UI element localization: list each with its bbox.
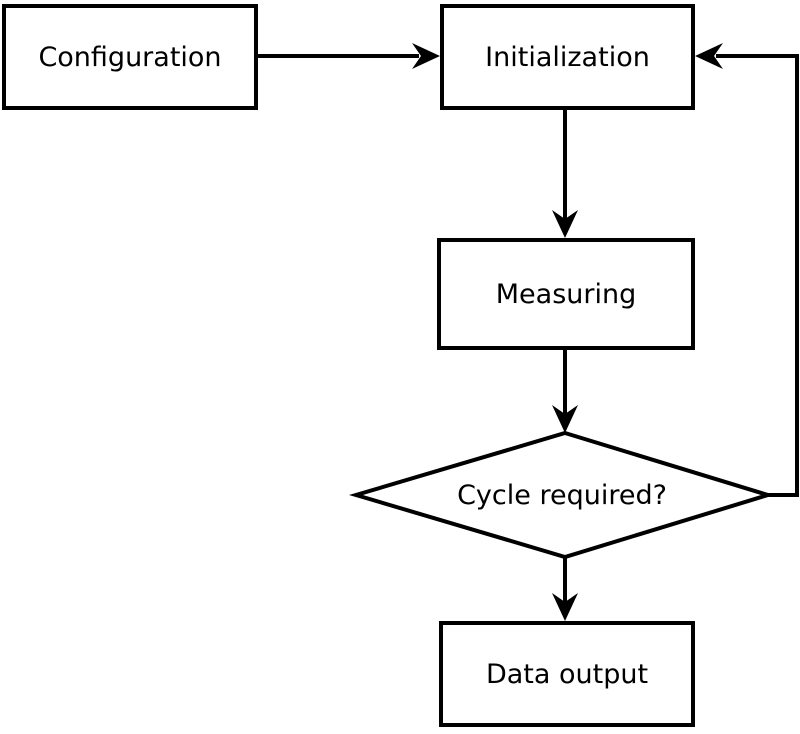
node-measuring: Measuring: [437, 238, 695, 350]
node-measuring-label: Measuring: [495, 278, 637, 310]
node-cycle-required-label: Cycle required?: [457, 479, 667, 511]
node-configuration-label: Configuration: [38, 41, 222, 73]
arrowhead-into-data-output-top: [552, 593, 578, 621]
node-data-output: Data output: [439, 621, 695, 727]
arrowhead-into-measuring-top: [552, 210, 578, 238]
node-initialization: Initialization: [440, 4, 695, 110]
arrowhead-into-initialization-right: [695, 43, 723, 69]
node-cycle-required: Cycle required?: [356, 433, 768, 557]
node-initialization-label: Initialization: [485, 41, 650, 73]
node-configuration: Configuration: [2, 4, 258, 110]
arrowhead-into-diamond-top: [552, 405, 578, 433]
node-data-output-label: Data output: [485, 658, 649, 690]
arrowhead-into-initialization-left: [412, 43, 440, 69]
edge-cycle-required-initialization-feedback: [716, 54, 799, 497]
